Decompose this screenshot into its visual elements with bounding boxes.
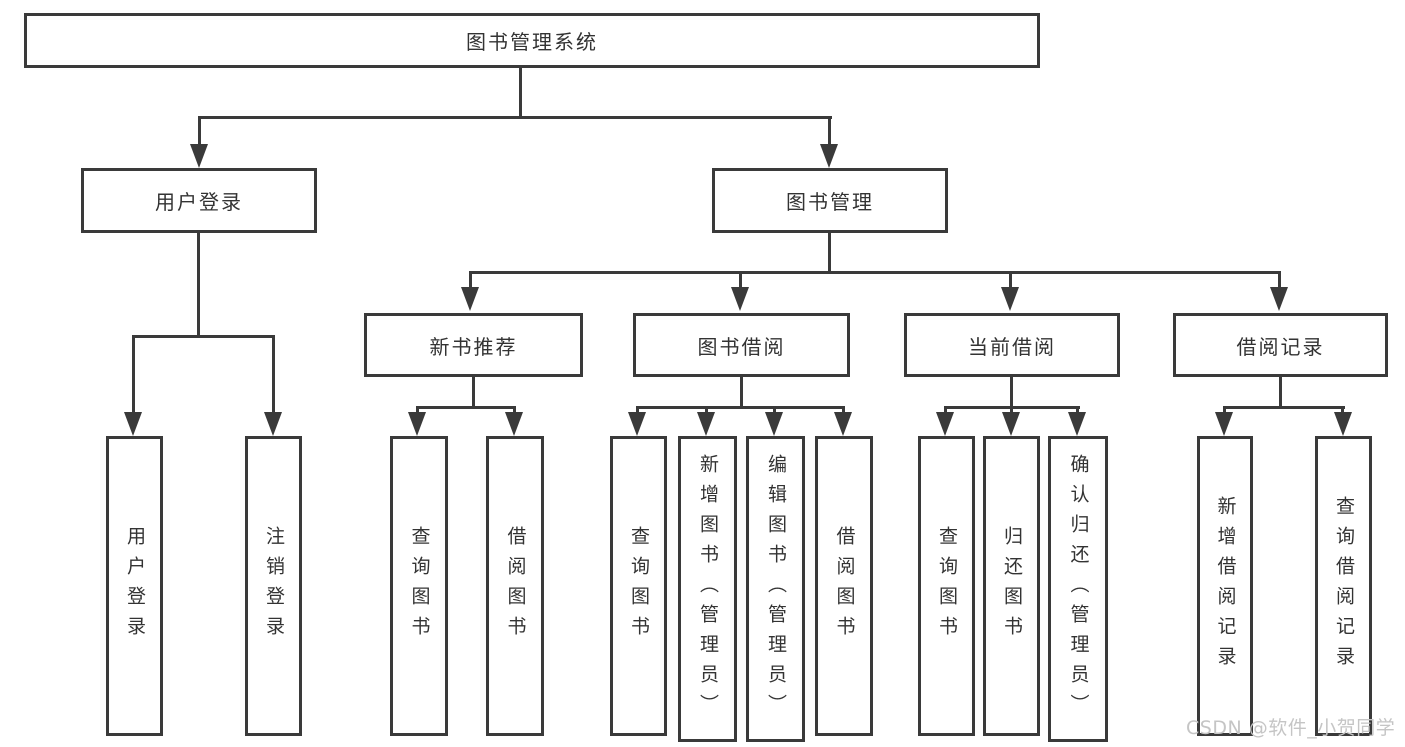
node-leaf-current-query-book: 查询图书 [918,436,975,736]
connector-user-login-rail [132,335,275,338]
connector-recommend-stem [472,377,475,406]
connector-root-stem [519,68,522,118]
node-leaf-records-query-record: 查询借阅记录 [1315,436,1372,736]
connector-drop-new-book-recommend [469,271,472,289]
connector-drop-borrow-borrow [842,406,845,413]
connector-drop-borrow-query [636,406,639,413]
arrowhead-down-current-confirm-icon [1068,412,1086,436]
connector-drop-records-add [1223,406,1226,413]
connector-drop-book-borrow [739,271,742,289]
connector-drop-records-query [1341,406,1344,413]
node-new-book-recommend: 新书推荐 [364,313,583,377]
node-book-borrow: 图书借阅 [633,313,850,377]
node-current-borrow: 当前借阅 [904,313,1120,377]
connector-drop-book-management [828,116,831,146]
connector-user-login-stem [197,233,200,335]
csdn-watermark: CSDN @软件_小贺同学 [1186,717,1396,739]
connector-drop-current-borrow [1009,271,1012,289]
arrowhead-down-login-icon [124,412,142,436]
node-leaf-borrow-edit-book-admin: 编辑图书（管理员） [746,436,805,742]
connector-drop-borrow-add [705,406,708,413]
node-leaf-borrow-query-book: 查询图书 [610,436,667,736]
arrowhead-down-borrow-records-icon [1270,287,1288,311]
node-leaf-user-login: 用户登录 [106,436,163,736]
connector-drop-borrow-records [1278,271,1281,289]
connector-records-rail [1223,406,1345,409]
arrowhead-down-current-borrow-icon [1001,287,1019,311]
node-leaf-current-return-book: 归还图书 [983,436,1040,736]
arrowhead-down-logout-icon [264,412,282,436]
connector-drop-recommend-query [416,406,419,413]
arrowhead-down-recommend-query-icon [408,412,426,436]
connector-current-stem [1010,377,1013,406]
connector-drop-borrow-edit [773,406,776,413]
arrowhead-down-current-return-icon [1002,412,1020,436]
node-leaf-recommend-query-book: 查询图书 [390,436,448,736]
arrowhead-down-records-query-icon [1334,412,1352,436]
connector-drop-logout [272,335,275,414]
node-library-management-system: 图书管理系统 [24,13,1040,68]
connector-recommend-rail [416,406,516,409]
arrowhead-down-current-query-icon [936,412,954,436]
arrowhead-down-borrow-add-icon [697,412,715,436]
node-borrow-records: 借阅记录 [1173,313,1388,377]
connector-records-stem [1279,377,1282,406]
connector-borrow-rail [636,406,845,409]
node-leaf-borrow-borrow-book: 借阅图书 [815,436,873,736]
connector-drop-current-confirm [1076,406,1079,413]
node-user-login: 用户登录 [81,168,317,233]
node-leaf-records-add-record: 新增借阅记录 [1197,436,1253,736]
arrowhead-down-book-borrow-icon [731,287,749,311]
node-leaf-recommend-borrow-book: 借阅图书 [486,436,544,736]
node-leaf-current-confirm-return-admin: 确认归还（管理员） [1048,436,1108,742]
node-book-management: 图书管理 [712,168,948,233]
connector-level2-rail [198,116,832,119]
connector-drop-current-query [944,406,947,413]
arrowhead-down-records-add-icon [1215,412,1233,436]
connector-borrow-stem [740,377,743,406]
arrowhead-down-book-management-icon [820,144,838,168]
arrowhead-down-borrow-query-icon [628,412,646,436]
arrowhead-down-borrow-edit-icon [765,412,783,436]
arrowhead-down-user-login-icon [190,144,208,168]
arrowhead-down-borrow-borrow-icon [834,412,852,436]
connector-book-management-stem [828,233,831,273]
connector-drop-recommend-borrow [513,406,516,413]
connector-drop-login [132,335,135,414]
arrowhead-down-recommend-borrow-icon [505,412,523,436]
node-leaf-logout: 注销登录 [245,436,302,736]
connector-level3-rail [469,271,1281,274]
node-leaf-borrow-add-book-admin: 新增图书（管理员） [678,436,737,742]
arrowhead-down-new-book-recommend-icon [461,287,479,311]
connector-drop-user-login [198,116,201,146]
connector-drop-current-return [1010,406,1013,413]
